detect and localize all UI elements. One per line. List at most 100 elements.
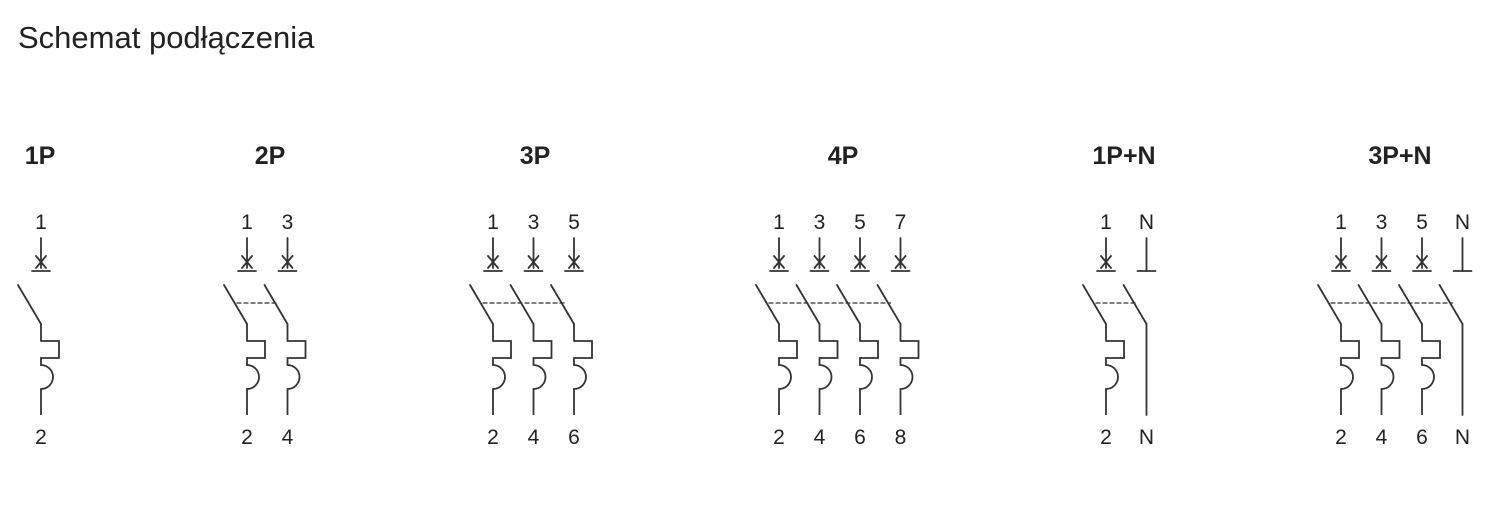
isolator-cross-b [1335,255,1347,269]
phase-pole: 56 [550,211,593,449]
terminal-top-label: 5 [1416,211,1428,234]
terminal-bottom-label: N [1455,426,1470,449]
terminal-top-label: 1 [487,211,499,234]
phase-pole: 12 [223,211,266,449]
switch-blade [1317,284,1342,325]
group-label: 1P [25,142,56,170]
trip-element-icon [818,340,839,415]
trip-element-icon [859,340,879,415]
trip-element-icon [1105,340,1125,415]
group-label: 2P [255,142,286,170]
isolator-cross-b [241,255,253,269]
terminal-bottom-label: 6 [1416,426,1428,449]
switch-blade [1438,284,1464,325]
trip-element-icon [532,340,553,415]
phase-pole: 34 [263,211,307,449]
isolator-cross-b [527,255,540,269]
switch-blade [263,284,289,325]
trip-element-icon [1340,340,1360,415]
isolator-cross-b [35,255,47,269]
terminal-top-label: 1 [35,211,47,234]
terminal-bottom-label: 6 [854,426,866,449]
phase-pole: 34 [1357,211,1401,449]
neutral-pole: NN [1122,211,1157,449]
terminal-bottom-label: 2 [241,426,253,449]
group-label: 3P [520,142,551,170]
trip-element-icon [1421,340,1441,415]
neutral-pole: NN [1438,211,1473,449]
isolator-cross-b [487,255,499,269]
isolator-cross-b [854,255,866,269]
phase-pole: 12 [17,211,60,449]
group-label: 1P+N [1092,142,1155,170]
terminal-top-label: 5 [568,211,580,234]
terminal-bottom-label: 2 [773,426,785,449]
isolator-cross-b [568,255,580,269]
terminal-bottom-label: 4 [1376,426,1388,449]
trip-element-icon [778,340,798,415]
terminal-bottom-label: 8 [895,426,907,449]
phase-pole: 56 [1398,211,1441,449]
terminal-bottom-label: 6 [568,426,580,449]
isolator-cross-b [813,255,826,269]
switch-blade [17,284,42,325]
switch-blade [469,284,494,325]
switch-blade [223,284,248,325]
switch-blade [1122,284,1148,325]
phase-pole: 12 [755,211,798,449]
phase-pole: 34 [795,211,839,449]
trip-element-icon [899,340,920,415]
terminal-bottom-label: 2 [35,426,47,449]
trip-element-icon [1380,340,1401,415]
isolator-cross-b [281,255,294,269]
trip-element-icon [573,340,593,415]
terminal-bottom-label: 4 [814,426,826,449]
switch-blade [1398,284,1423,325]
switch-blade [755,284,780,325]
isolator-cross-b [773,255,785,269]
terminal-bottom-label: N [1139,426,1154,449]
isolator-cross-b [1100,255,1112,269]
switch-blade [795,284,821,325]
phase-pole: 78 [876,211,920,449]
phase-pole: 12 [469,211,512,449]
phase-pole: 12 [1317,211,1360,449]
phase-pole: 56 [836,211,879,449]
isolator-cross-b [1416,255,1428,269]
trip-element-icon [246,340,266,415]
trip-element-icon [286,340,307,415]
group-label: 4P [828,142,859,170]
terminal-bottom-label: 2 [1100,426,1112,449]
terminal-top-label: 1 [1100,211,1112,234]
phase-pole: 34 [509,211,553,449]
trip-element-icon [40,340,60,415]
terminal-top-label: 3 [814,211,826,234]
terminal-top-label: 1 [241,211,253,234]
terminal-top-label: 3 [282,211,294,234]
terminal-bottom-label: 4 [528,426,540,449]
terminal-top-label: N [1455,211,1470,234]
terminal-bottom-label: 4 [282,426,294,449]
switch-blade [1082,284,1107,325]
terminal-top-label: N [1139,211,1154,234]
phase-pole: 12 [1082,211,1125,449]
group-label: 3P+N [1368,142,1431,170]
terminal-top-label: 7 [895,211,907,234]
switch-blade [836,284,861,325]
terminal-bottom-label: 2 [1335,426,1347,449]
switch-blade [1357,284,1383,325]
terminal-top-label: 5 [854,211,866,234]
terminal-top-label: 3 [1376,211,1388,234]
isolator-cross-b [1375,255,1388,269]
switch-blade [876,284,902,325]
isolator-cross-b [894,255,907,269]
terminal-top-label: 1 [773,211,785,234]
trip-element-icon [492,340,512,415]
